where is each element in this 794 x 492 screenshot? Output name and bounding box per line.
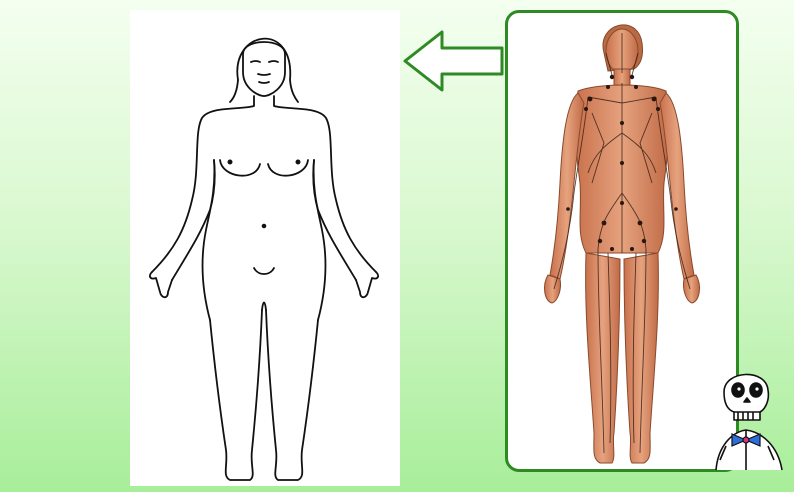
lymphatic-body-figure	[508, 13, 736, 469]
lymphatic-system-panel	[505, 10, 739, 472]
skeleton-mascot-icon	[706, 362, 790, 472]
outline-body-figure	[130, 10, 400, 486]
left-arrow-icon	[402, 28, 506, 94]
outline-figure-panel	[130, 10, 400, 486]
